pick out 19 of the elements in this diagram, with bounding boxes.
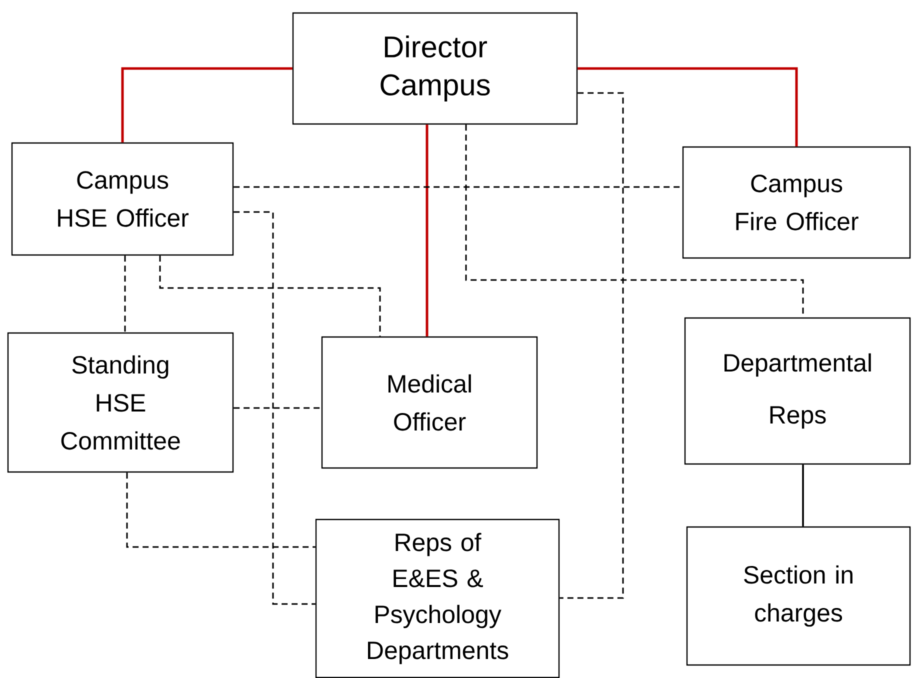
connector-line <box>234 186 682 188</box>
connector-line <box>802 464 804 526</box>
connector-line <box>234 211 316 605</box>
org-box: Departmental Reps <box>684 317 911 465</box>
org-box: Campus HSE Officer <box>11 142 234 256</box>
connector-line <box>124 256 126 332</box>
connector-line <box>121 67 292 142</box>
org-box: Director Campus <box>292 12 578 125</box>
connector-line <box>426 124 428 336</box>
org-box: Medical Officer <box>321 336 538 469</box>
org-box: Campus Fire Officer <box>682 146 911 259</box>
org-box: Standing HSE Committee <box>7 332 234 473</box>
connector-line <box>578 67 798 146</box>
org-box: Reps of E&ES & Psychology Departments <box>315 518 560 678</box>
connector-line <box>126 472 316 548</box>
org-box: Section in charges <box>686 526 911 666</box>
connector-line <box>560 92 624 599</box>
connector-line <box>234 407 322 409</box>
connector-line <box>159 256 381 336</box>
